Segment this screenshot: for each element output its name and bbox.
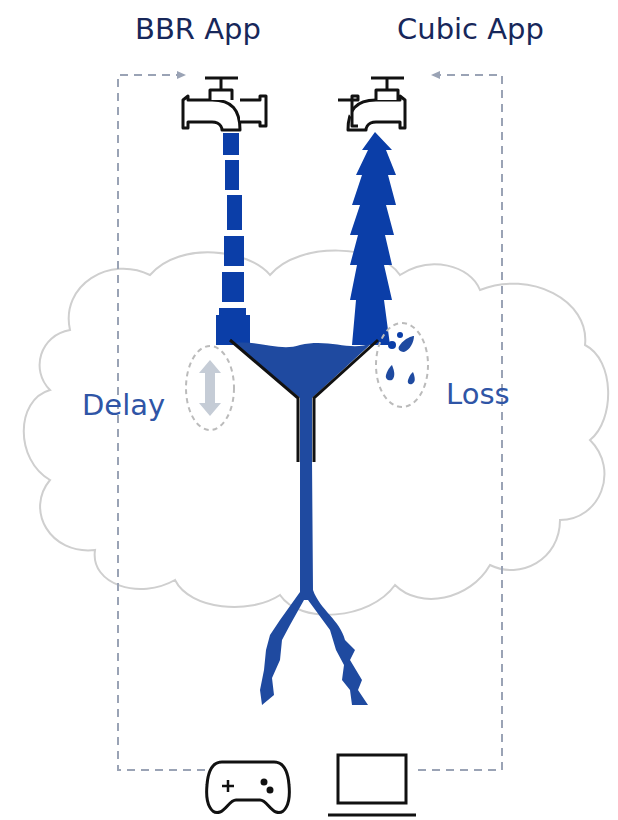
faucet — [183, 78, 266, 130]
cubic-stream — [350, 132, 396, 345]
app-label: Cubic App — [397, 14, 544, 46]
delay-arrow — [199, 360, 221, 416]
output-stream — [260, 460, 368, 705]
loss-drops — [386, 336, 415, 384]
feedback-loop — [418, 75, 502, 770]
funnel — [230, 340, 378, 462]
faucet — [338, 78, 405, 130]
loss-callout — [376, 323, 428, 407]
callout-label: Loss — [446, 379, 510, 411]
network-cloud — [24, 251, 608, 615]
delay-callout — [186, 346, 234, 430]
laptop-icon — [328, 755, 416, 815]
game-controller-icon — [207, 762, 290, 813]
app-label: BBR App — [135, 14, 261, 46]
bbr-stream — [216, 133, 250, 345]
callout-label: Delay — [82, 390, 165, 422]
feedback-loop — [118, 75, 205, 770]
